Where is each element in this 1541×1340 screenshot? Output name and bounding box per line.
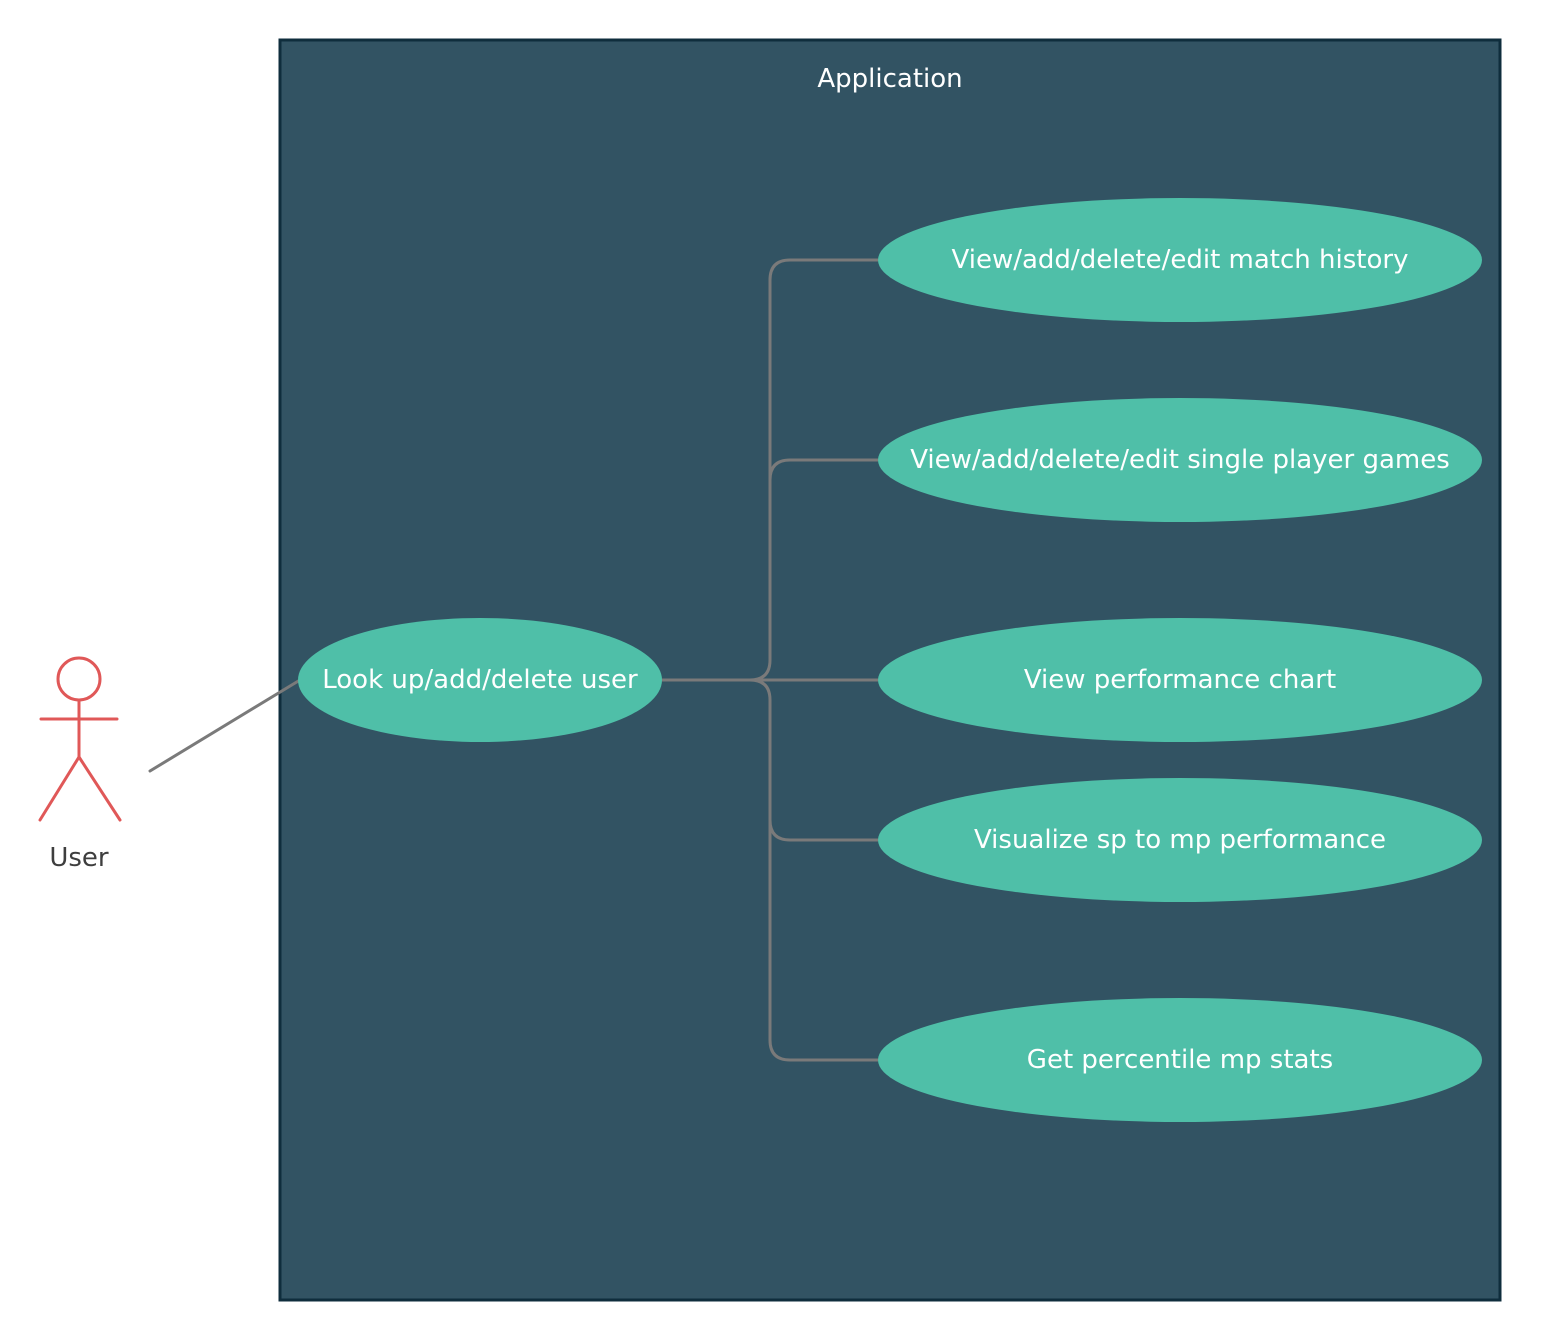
use-case-single-player-ellipse[interactable]	[878, 398, 1482, 522]
actor-right-leg	[77, 755, 122, 822]
connectors	[148, 258, 880, 1062]
use-case-main-label[interactable]: Look up/add/delete user	[322, 665, 638, 695]
branch-single-player	[768, 458, 880, 482]
use-case-performance-chart-label[interactable]: View performance chart	[1023, 665, 1337, 695]
use-case-match-history-ellipse[interactable]	[878, 198, 1482, 322]
use-case-main-ellipse[interactable]	[298, 618, 662, 742]
use-case-performance-chart-ellipse[interactable]	[878, 618, 1482, 742]
actor-icon[interactable]	[38, 656, 122, 822]
use-case-visualize-label[interactable]: Visualize sp to mp performance	[973, 825, 1387, 855]
branch-match-history	[748, 258, 880, 682]
use-case-match-history-label[interactable]: View/add/delete/edit match history	[951, 245, 1409, 275]
use-case-single-player-label[interactable]: View/add/delete/edit single player games	[910, 445, 1450, 475]
actor-left-leg	[38, 755, 81, 822]
use-case-percentile-label[interactable]: Get percentile mp stats	[1026, 1045, 1334, 1075]
system-title: Application	[817, 64, 963, 94]
actor-label: User	[49, 843, 109, 873]
actor-head	[56, 656, 102, 702]
use-case-shapes	[298, 198, 1482, 1122]
use-case-visualize-ellipse[interactable]	[878, 778, 1482, 902]
use-case-percentile-ellipse[interactable]	[878, 998, 1482, 1122]
actor-association-line	[148, 678, 302, 773]
branch-percentile	[768, 818, 880, 1062]
